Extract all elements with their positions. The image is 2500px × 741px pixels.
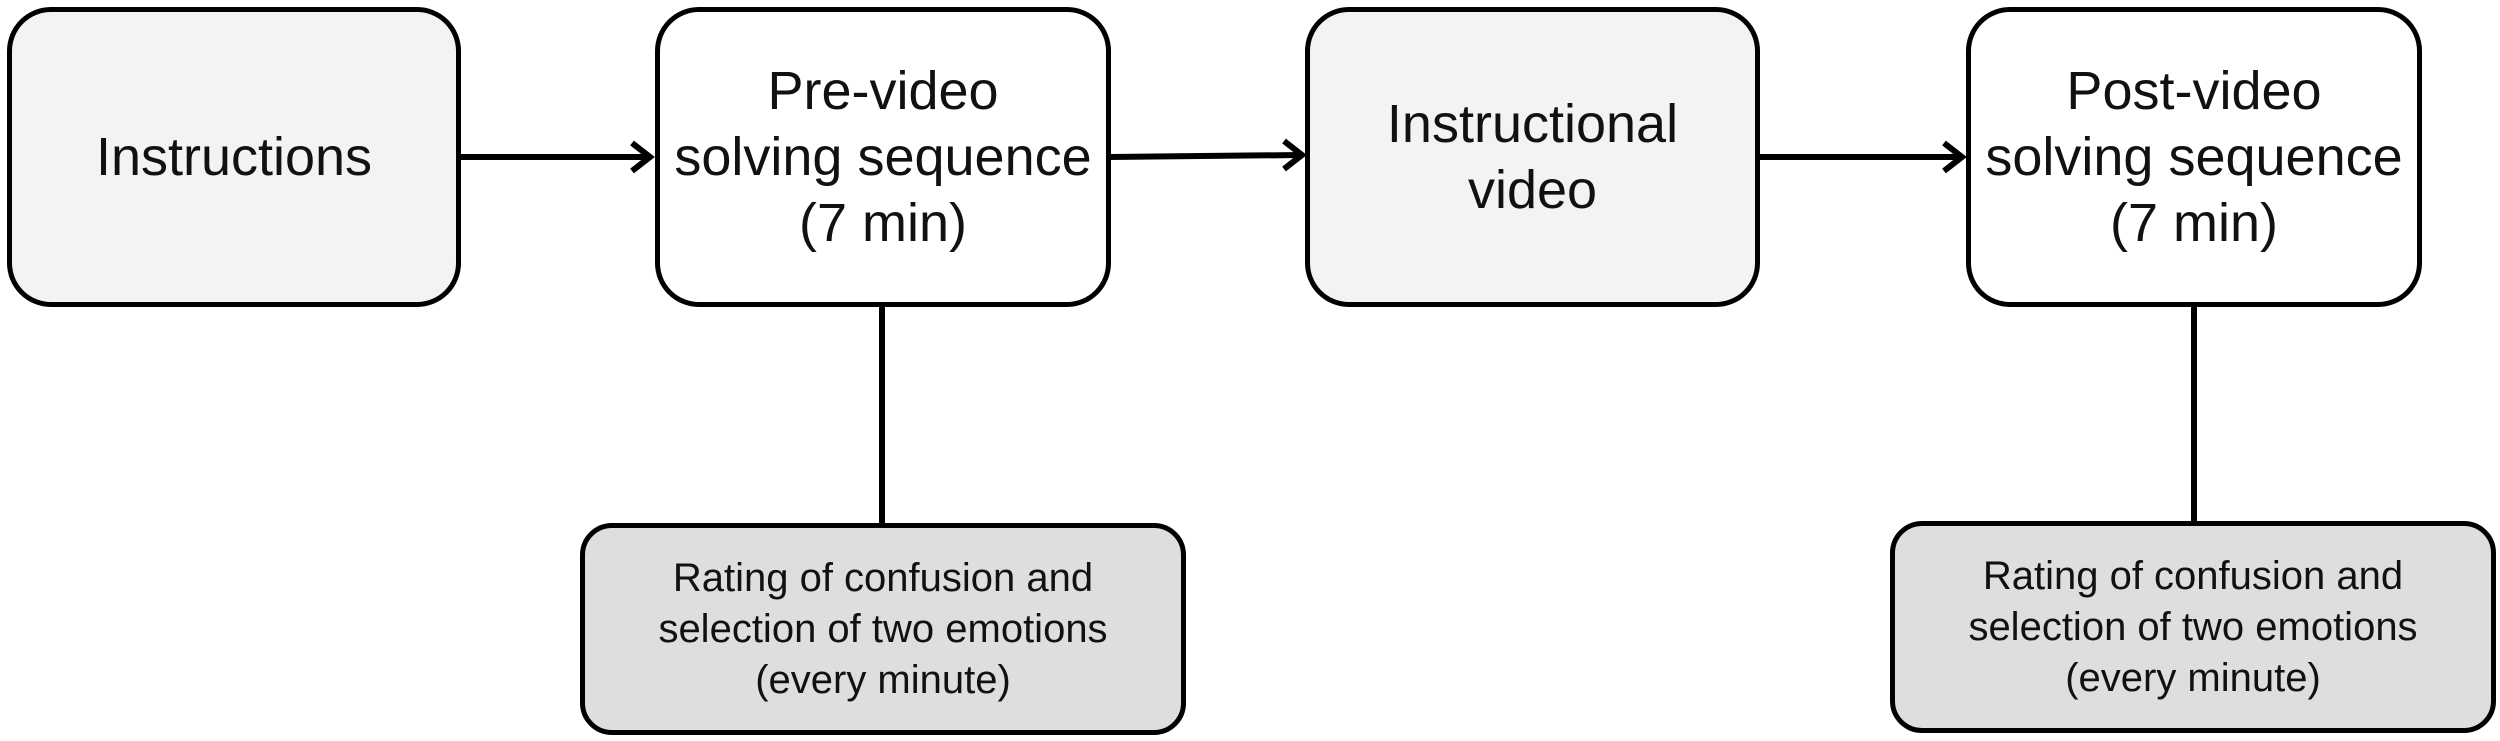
- post-video-rating-label: Rating of confusion and selection of two…: [1968, 553, 2418, 700]
- arrow-prevideo-to-video: [1109, 152, 1301, 160]
- instructional-video-label: Instructional video: [1386, 94, 1679, 220]
- pre-video-rating-box: Rating of confusion and selection of two…: [580, 523, 1186, 735]
- arrowhead-3: [1942, 140, 1967, 174]
- post-video-rating-box: Rating of confusion and selection of two…: [1890, 521, 2496, 733]
- instructional-video-box: Instructional video: [1305, 7, 1760, 307]
- post-video-solving-label: Post-video solving sequence (7 min): [1985, 61, 2403, 253]
- arrowhead-2: [1282, 138, 1307, 172]
- instructions-box: Instructions: [7, 7, 461, 307]
- pre-video-rating-label: Rating of confusion and selection of two…: [658, 555, 1108, 702]
- pre-video-solving-box: Pre-video solving sequence (7 min): [655, 7, 1111, 307]
- instructions-label: Instructions: [95, 127, 373, 187]
- arrowhead-1: [630, 140, 655, 174]
- pre-video-solving-label: Pre-video solving sequence (7 min): [674, 61, 1092, 253]
- post-video-solving-box: Post-video solving sequence (7 min): [1966, 7, 2422, 307]
